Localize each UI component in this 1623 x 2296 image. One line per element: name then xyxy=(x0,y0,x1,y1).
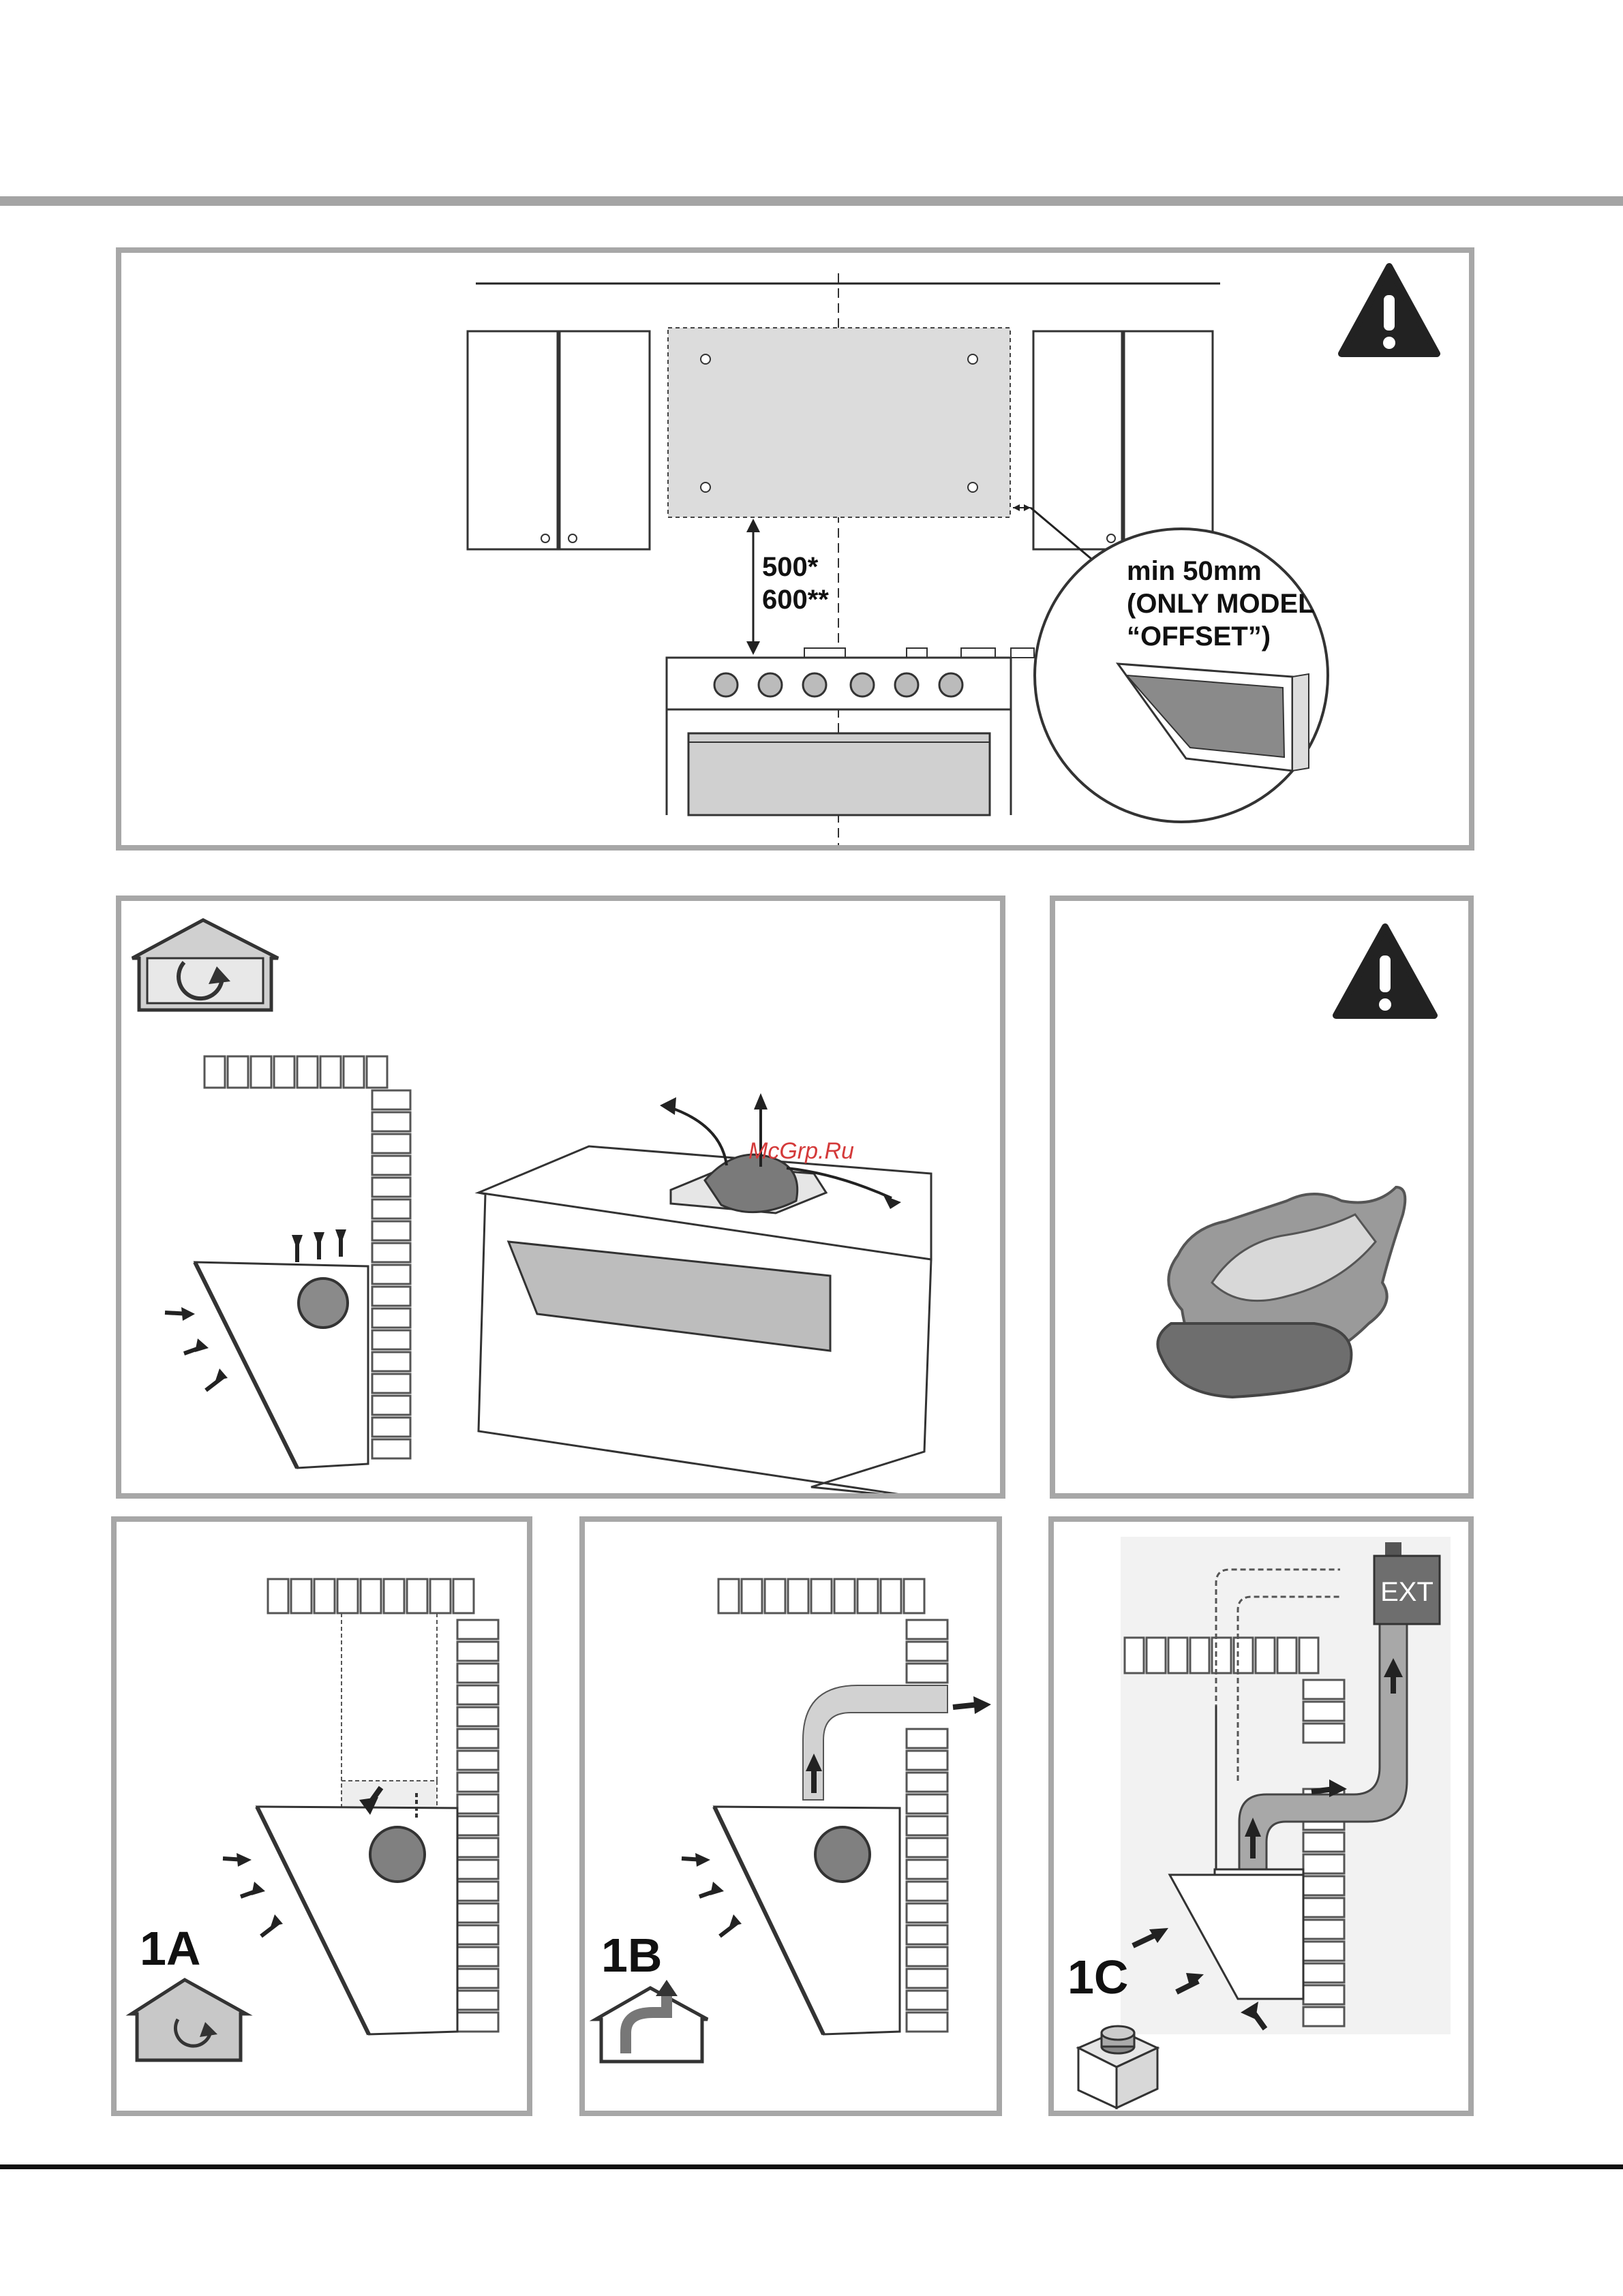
panel-1c-diagram: EXT 1C xyxy=(1054,1522,1468,2111)
panel-label-1c: 1C xyxy=(1067,1950,1128,2004)
installation-diagram: 500* 600** min 50mm (ONLY MODEL “OFFSET”… xyxy=(121,253,1469,845)
dimension-primary: 500* xyxy=(762,552,819,582)
panel-label-1a: 1A xyxy=(140,1922,200,1975)
recirculation-panel: McGrp.Ru xyxy=(116,896,1005,1499)
top-rule xyxy=(0,196,1623,206)
ext-label: EXT xyxy=(1380,1577,1434,1607)
offset-note-line3: “OFFSET”) xyxy=(1127,622,1271,652)
bottom-rule xyxy=(0,2164,1623,2169)
hood-perspective xyxy=(479,1146,932,1493)
recirculation-house-icon xyxy=(132,1980,246,2060)
panel-1a-diagram: 1A xyxy=(117,1522,527,2111)
offset-note-line2: (ONLY MODEL xyxy=(1127,589,1315,619)
recirculation-house-icon xyxy=(132,920,278,1010)
exhaust-house-icon xyxy=(596,1980,708,2062)
hood-outline xyxy=(668,328,1010,517)
filter-box-icon xyxy=(1078,2026,1157,2108)
panel-1b-diagram: 1B xyxy=(585,1522,997,2111)
oven-door xyxy=(688,733,990,815)
warning-icon xyxy=(1341,266,1437,354)
installation-distance-panel: 500* 600** min 50mm (ONLY MODEL “OFFSET”… xyxy=(116,247,1474,851)
panel-1a: 1A xyxy=(111,1516,532,2116)
panel-label-1b: 1B xyxy=(601,1929,662,1982)
panel-1b: 1B xyxy=(579,1516,1002,2116)
watermark: McGrp.Ru xyxy=(748,1138,854,1164)
offset-note-line1: min 50mm xyxy=(1127,556,1262,586)
dimension-secondary: 600** xyxy=(762,585,829,615)
safety-diagram xyxy=(1055,901,1468,1493)
recirculation-diagram: McGrp.Ru xyxy=(121,901,1000,1493)
safety-panel xyxy=(1050,896,1474,1499)
panel-1c: EXT 1C xyxy=(1048,1516,1474,2116)
gloves-icon xyxy=(1157,1187,1405,1397)
warning-icon xyxy=(1336,927,1434,1015)
